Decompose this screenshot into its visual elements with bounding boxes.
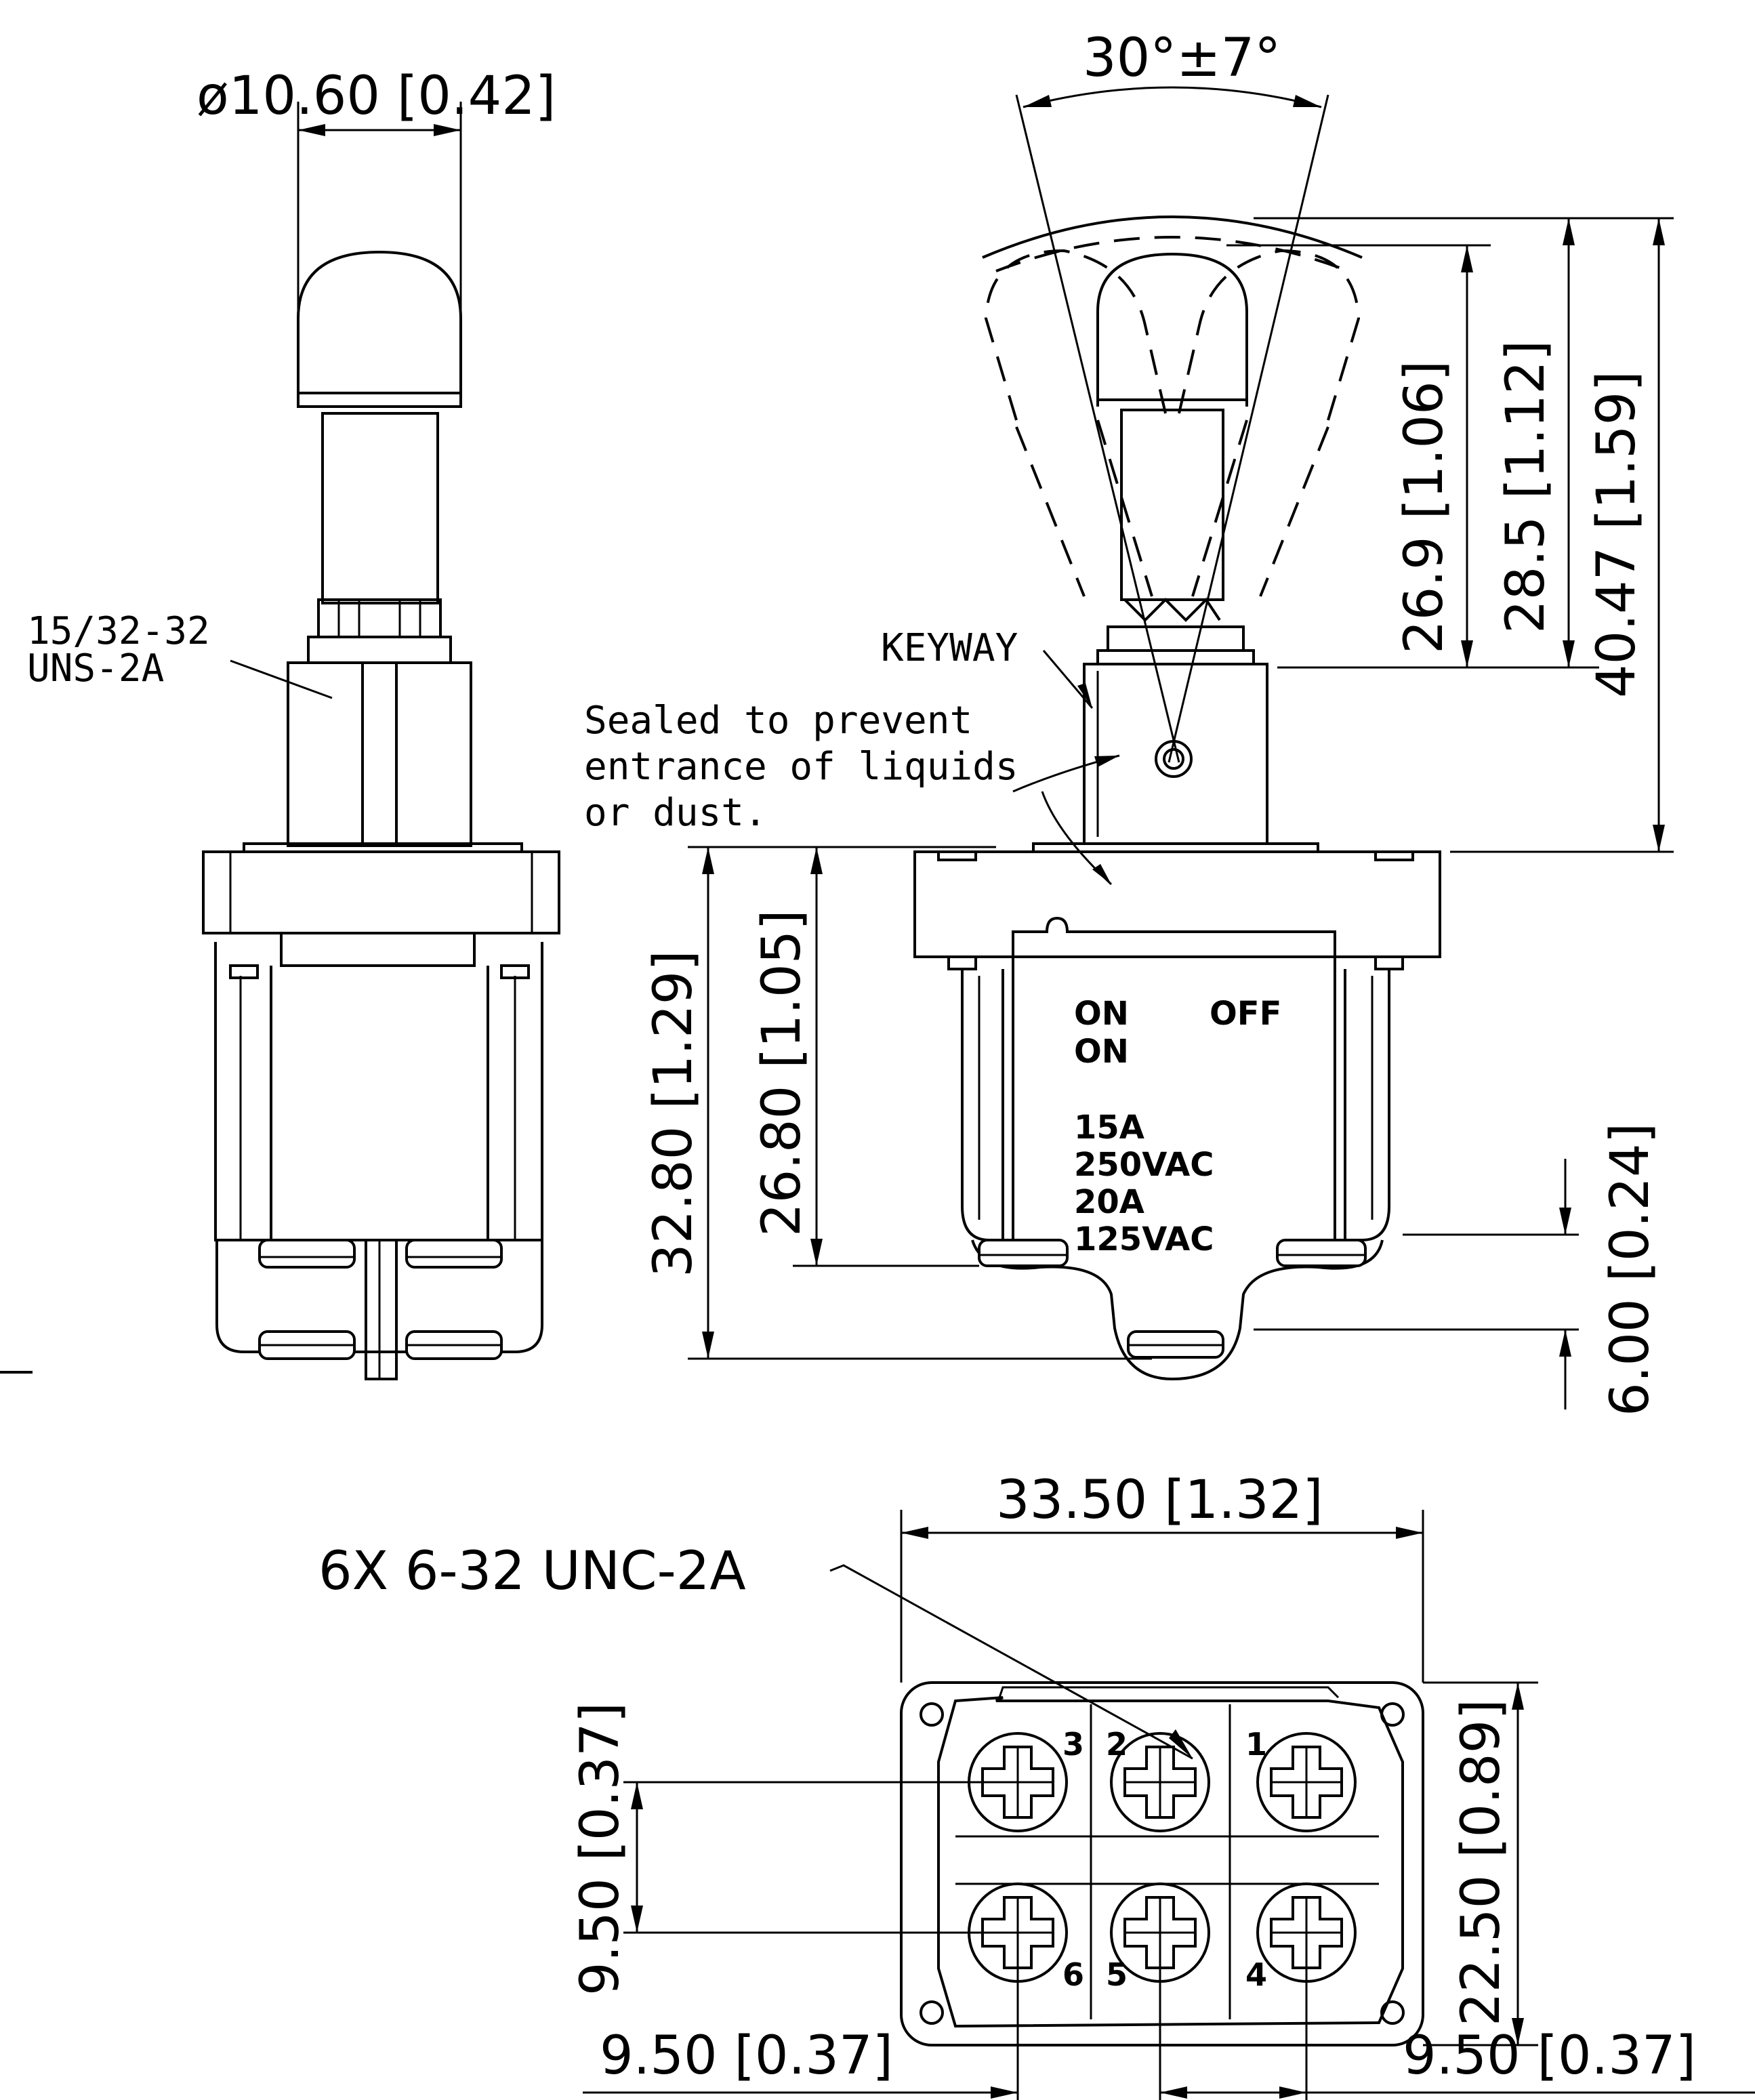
keyway-callout: KEYWAY [881,626,1094,709]
rating-3: 20A [1074,1183,1144,1221]
rating-2: 250VAC [1074,1146,1214,1184]
terminal-offset-label: 6.00 [0.24] [1600,1123,1661,1416]
body-32-80-label: 32.80 [1.29] [643,950,704,1277]
sealed-label-3: or dust. [584,791,767,835]
terminal-number: 5 [1106,1956,1128,1993]
terminal-offset-dimension: 6.00 [0.24] [1254,1123,1661,1416]
body-marking: ON OFF ON 15A 250VAC 20A 125VAC [1074,995,1281,1258]
angle-dimension: 30°±7° [1023,28,1322,108]
height-28-5-label: 28.5 [1.12] [1495,340,1556,634]
pitch-horizontal-dimensions: 9.50 [0.37] 9.50 [0.37] [583,1933,1755,2100]
height-40-47-label: 40.47 [1.59] [1586,371,1647,698]
body-26-80-label: 26.80 [1.05] [751,909,812,1237]
sealed-label-1: Sealed to prevent [584,699,972,743]
height-22-50-label: 22.50 [0.89] [1451,1699,1512,2026]
height-22-50-dimension: 22.50 [0.89] [1423,1681,1538,2046]
height-dimensions: 26.9 [1.06] 28.5 [1.12] 40.47 [1.59] [1226,217,1674,853]
front-view [913,94,1441,1381]
rating-1: 15A [1074,1109,1144,1147]
sealed-note: Sealed to prevent entrance of liquids or… [584,699,1120,886]
keyway-label: KEYWAY [881,626,1018,670]
terminal-screw-grid: 3 2 1 6 5 4 [968,1726,1357,1993]
pitch-vertical-dimension: 9.50 [0.37] [570,1702,1018,1996]
screw-icon [1256,1732,1357,1832]
bottom-view [900,1681,1424,2046]
marking-on-2: ON [1074,1033,1129,1071]
marking-on-1: ON [1074,995,1129,1033]
marking-off: OFF [1210,995,1281,1033]
screws-label: 6X 6-32 UNC-2A [318,1541,746,1602]
terminal-number: 3 [1062,1726,1084,1763]
pitch-right-label: 9.50 [0.37] [1403,2025,1696,2086]
pitch-left-label: 9.50 [0.37] [600,2025,893,2086]
width-label: 33.50 [1.32] [996,1470,1323,1531]
side-view [0,250,560,1380]
rating-4: 125VAC [1074,1220,1214,1258]
thread-callout: 15/32-32 UNS-2A [27,609,333,699]
terminal-number: 1 [1245,1726,1267,1763]
sealed-label-2: entrance of liquids [584,745,1018,789]
thread-label-2: UNS-2A [27,646,164,691]
diameter-label: ø10.60 [0.42] [197,66,556,127]
height-26-9-label: 26.9 [1.06] [1394,361,1455,654]
thread-label-1: 15/32-32 [27,609,210,653]
terminal-number: 2 [1106,1726,1128,1763]
screws-callout: 6X 6-32 UNC-2A [318,1541,1193,1760]
angle-label: 30°±7° [1083,28,1281,89]
terminal-number: 4 [1245,1956,1267,1993]
pitch-vertical-label: 9.50 [0.37] [570,1702,631,1996]
diameter-dimension: ø10.60 [0.42] [197,66,556,318]
screw-icon [1110,1732,1210,1832]
width-dimension: 33.50 [1.32] [900,1470,1424,1683]
body-dimensions: 32.80 [1.29] 26.80 [1.05] [643,846,1152,1360]
terminal-number: 6 [1062,1956,1084,1993]
